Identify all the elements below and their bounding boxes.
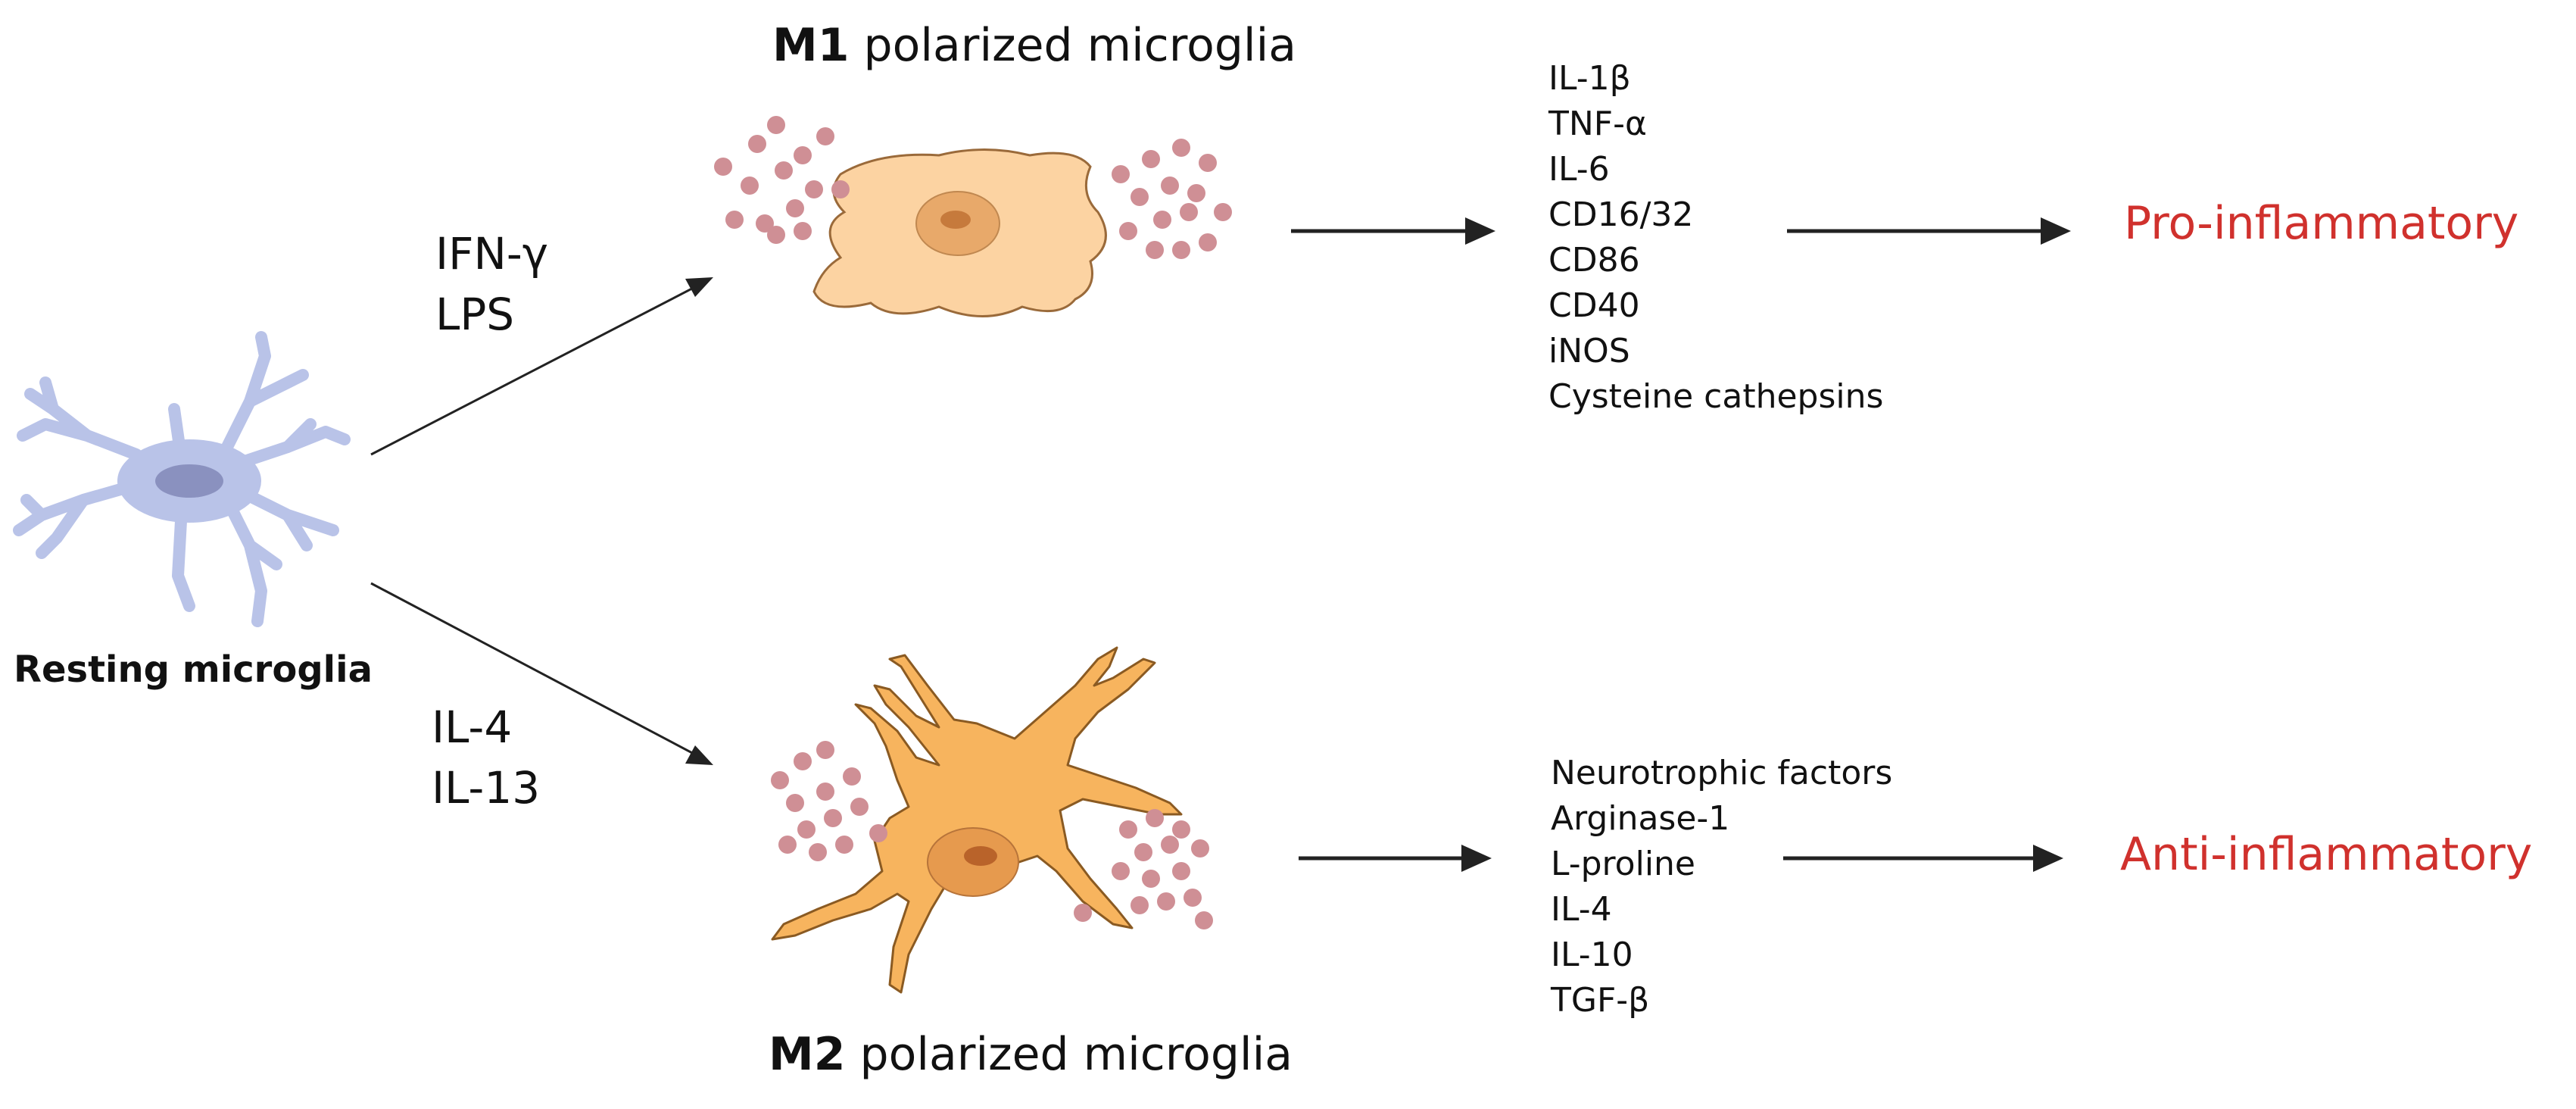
m1-stimulus-lps: LPS bbox=[435, 289, 514, 340]
resting-nucleus bbox=[155, 464, 223, 498]
m1-vesicles-left bbox=[714, 116, 850, 244]
arrow-resting-to-m2 bbox=[370, 582, 709, 763]
anti-inflammatory-label: Anti-inflammatory bbox=[2120, 828, 2532, 881]
arrow-m2-to-markers-head bbox=[1461, 845, 1492, 872]
arrow-resting-to-m2-head bbox=[685, 745, 713, 765]
m2-title-rest: polarized microglia bbox=[845, 1028, 1293, 1081]
m1-vesicles-right bbox=[1112, 139, 1232, 259]
m2-marker: Arginase-1 bbox=[1551, 799, 1729, 838]
m2-marker-list: Neurotrophic factors Arginase-1 L-prolin… bbox=[1550, 754, 1892, 1020]
m2-marker: IL-4 bbox=[1551, 890, 1612, 929]
m1-marker: Cysteine cathepsins bbox=[1548, 377, 1883, 416]
m2-title-bold: M2 bbox=[769, 1028, 845, 1081]
m1-marker: CD86 bbox=[1548, 241, 1640, 280]
m2-vesicles-left bbox=[771, 741, 887, 861]
m1-nucleolus bbox=[940, 211, 971, 229]
resting-microglia-cell bbox=[13, 331, 351, 627]
m1-marker: IL-6 bbox=[1548, 150, 1610, 189]
m2-title: M2 polarized microglia bbox=[769, 1028, 1293, 1081]
arrow-m1-markers-to-outcome-head bbox=[2041, 217, 2071, 245]
pro-inflammatory-label: Pro-inflammatory bbox=[2124, 197, 2518, 250]
m2-marker: TGF-β bbox=[1550, 981, 1649, 1020]
arrow-m1-to-markers-head bbox=[1465, 217, 1495, 245]
m1-title-bold: M1 bbox=[772, 19, 849, 72]
m1-marker-list: IL-1β TNF-α IL-6 CD16/32 CD86 CD40 iNOS … bbox=[1548, 59, 1883, 416]
m2-vesicles-right bbox=[1074, 809, 1213, 929]
m1-title-rest: polarized microglia bbox=[849, 19, 1296, 72]
m1-marker: TNF-α bbox=[1548, 105, 1647, 143]
m2-nucleolus bbox=[964, 846, 997, 866]
m1-marker: CD16/32 bbox=[1548, 195, 1693, 234]
arrow-m2-markers-to-outcome-head bbox=[2033, 845, 2063, 872]
resting-microglia-label: Resting microglia bbox=[14, 648, 373, 691]
arrow-resting-to-m1 bbox=[370, 279, 709, 456]
m1-marker: iNOS bbox=[1548, 332, 1630, 370]
m2-marker: Neurotrophic factors bbox=[1551, 754, 1892, 792]
m2-stimulus-il4: IL-4 bbox=[432, 701, 512, 753]
m1-marker: IL-1β bbox=[1548, 59, 1631, 98]
m1-title: M1 polarized microglia bbox=[772, 19, 1296, 72]
m2-cell-body bbox=[771, 646, 1183, 994]
m1-marker: CD40 bbox=[1548, 286, 1640, 325]
m2-marker: IL-10 bbox=[1551, 936, 1633, 974]
m2-marker: L-proline bbox=[1551, 845, 1695, 883]
m1-stimulus-ifn: IFN-γ bbox=[435, 228, 548, 280]
arrow-resting-to-m1-head bbox=[685, 277, 713, 297]
m2-stimulus-il13: IL-13 bbox=[432, 762, 540, 814]
